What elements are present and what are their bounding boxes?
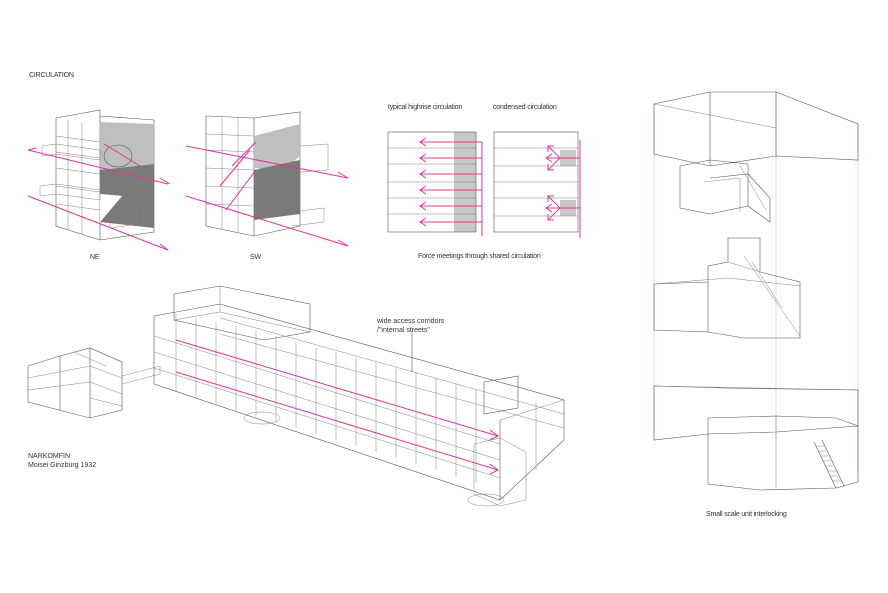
narkomfin-axonometric — [27, 285, 565, 507]
label-typical-circulation: typical highrise circulation — [388, 104, 463, 111]
typical-circulation-diagram — [387, 131, 483, 236]
stair — [813, 439, 845, 489]
section-title: CIRCULATION — [29, 72, 74, 79]
caption-narkomfin: NARKOMFIN Moisei Ginzburg 1932 — [28, 452, 96, 470]
building-author-year: Moisei Ginzburg 1932 — [28, 462, 97, 469]
caption-force-meetings: Force meetings through shared circulatio… — [418, 253, 541, 260]
caption-small-scale: Small scale unit interlocking — [706, 511, 787, 518]
sw-axonometric — [185, 111, 349, 247]
label-condensed-circulation: condensed circulation — [493, 104, 557, 111]
unit-interlocking-diagram — [653, 88, 859, 491]
condensed-arrows — [545, 145, 580, 221]
annotation-wide-corridors: wide access corridors /"internal streets… — [377, 317, 444, 335]
annotation-line-2: /"internal streets" — [377, 327, 430, 334]
building-name: NARKOMFIN — [28, 453, 70, 460]
annotation-line-1: wide access corridors — [377, 318, 445, 325]
typical-arrows — [419, 137, 482, 227]
ne-axonometric — [27, 109, 171, 251]
label-sw: SW — [250, 254, 261, 261]
condensed-circulation-diagram — [493, 131, 581, 238]
narkomfin-columns — [175, 314, 537, 482]
label-ne: NE — [90, 254, 100, 261]
